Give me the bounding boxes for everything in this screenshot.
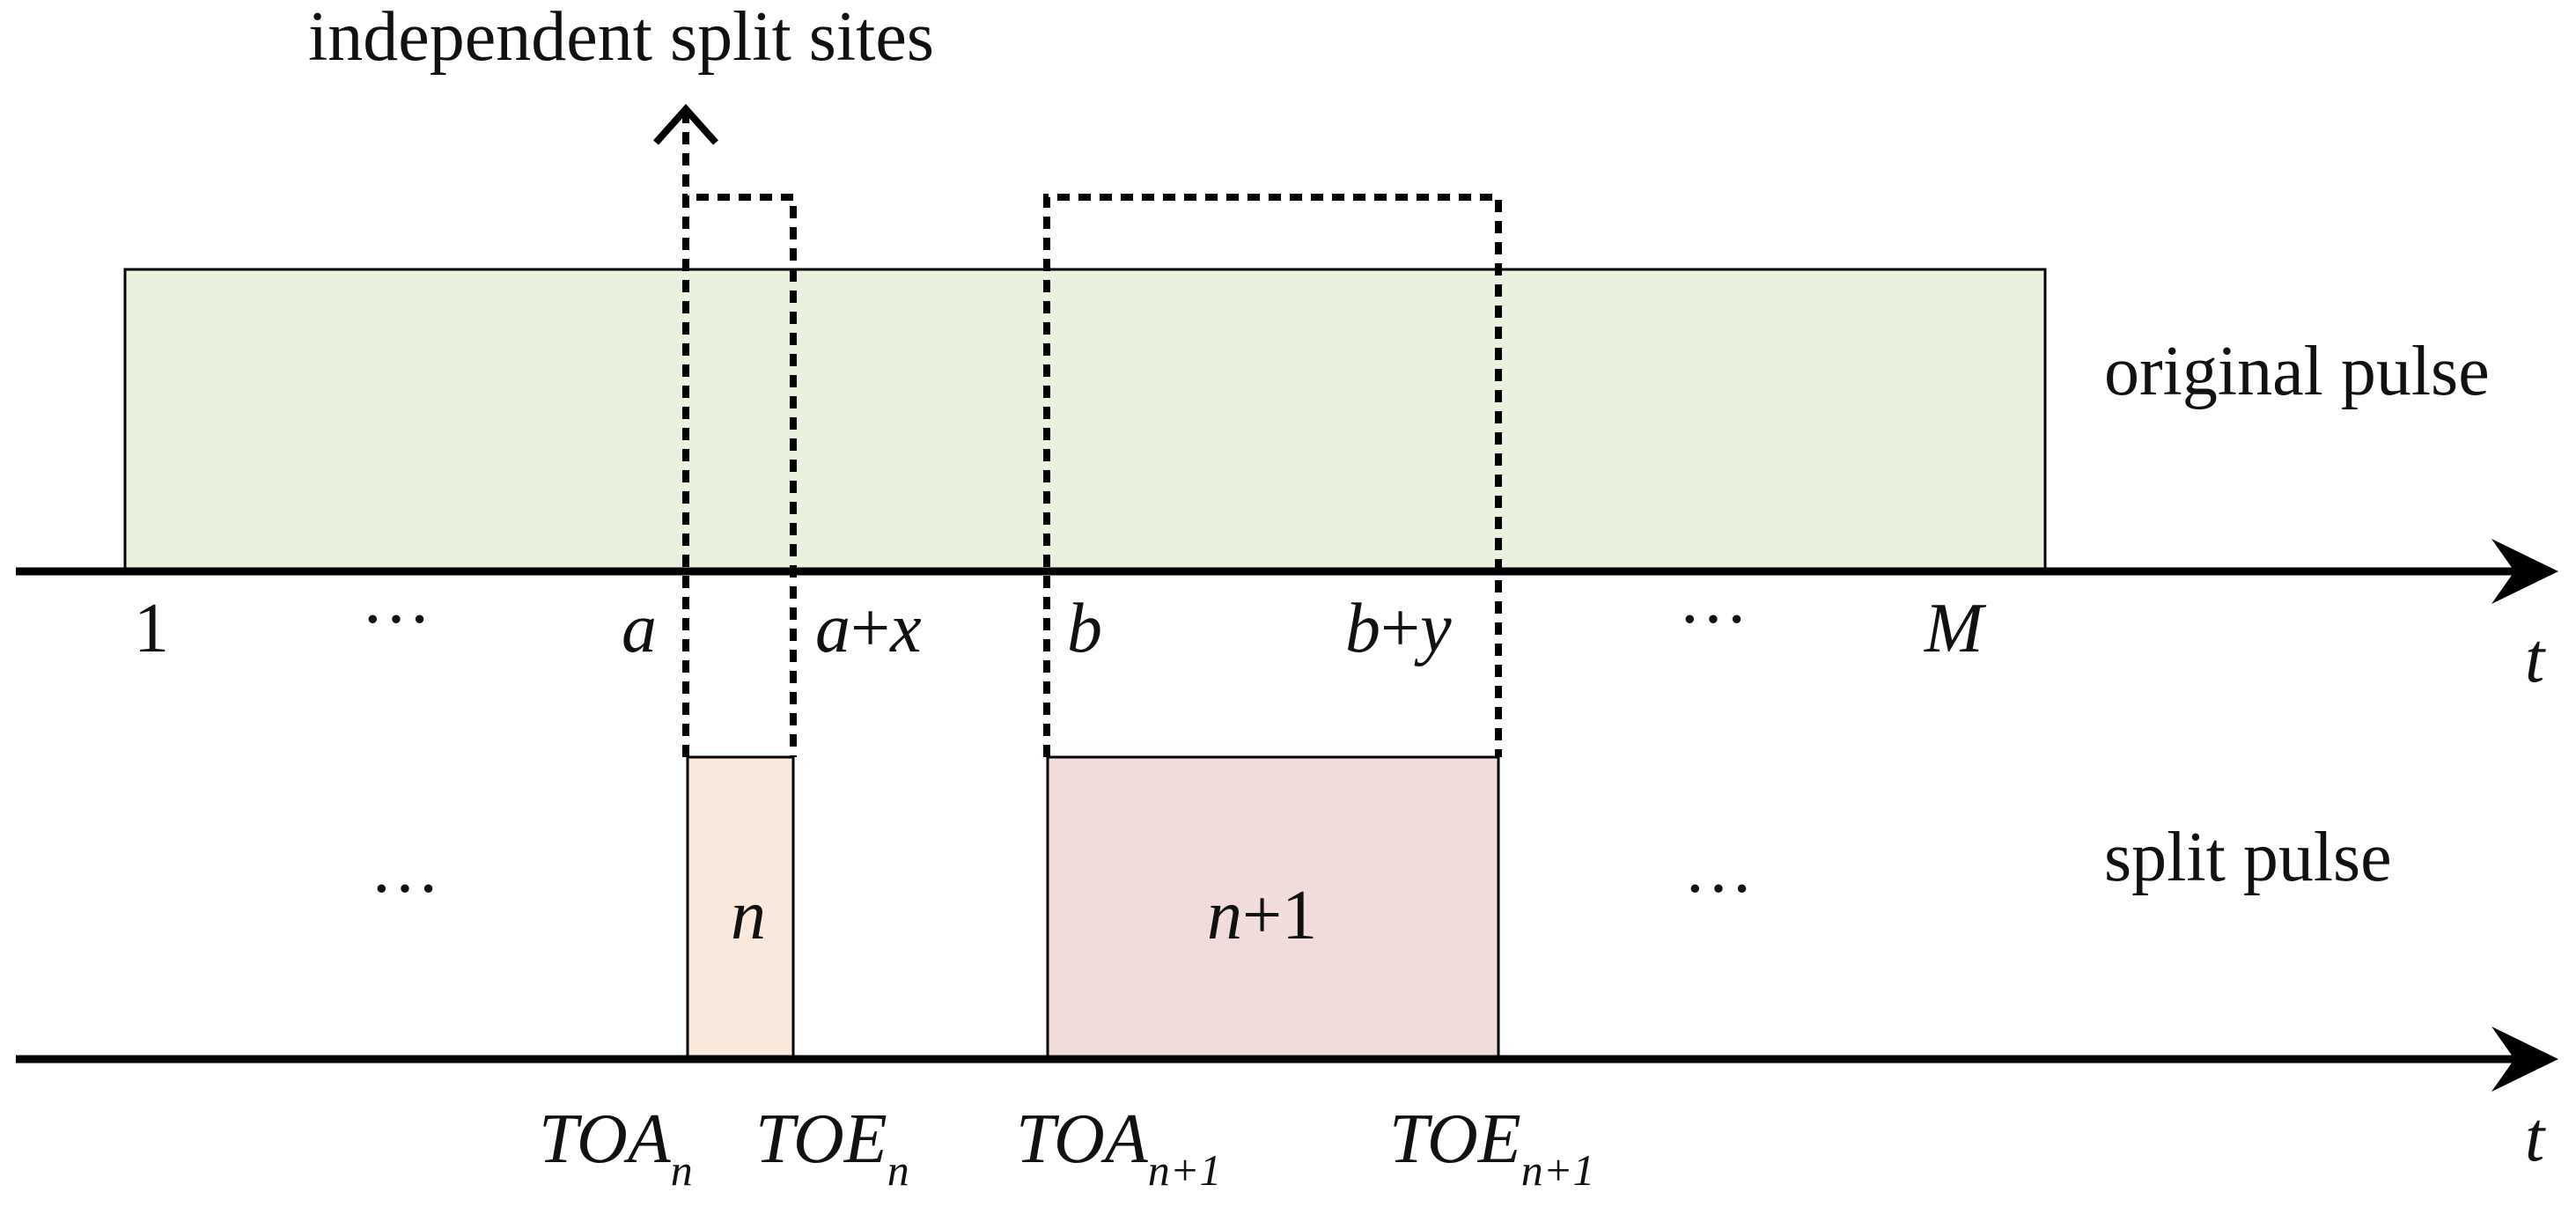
split-site-n-dashed-bracket [682,194,797,757]
split-pulse-label: split pulse [2104,819,2392,896]
label-toe-n: TOEn [755,1100,909,1195]
label-toa-n1: TOAn+1 [1016,1100,1221,1195]
split-site-arrow-head [653,104,718,145]
diagram-title: independent split sites [308,0,934,76]
bottom-axis-variable-t: t [2525,1099,2546,1176]
split-row-dots-right: ··· [1683,850,1754,928]
split-pulse-n-block [686,755,795,1061]
tick-label-1: 1 [134,590,169,667]
tick-label-dots-left: ··· [361,581,431,659]
tick-label-b: b [1067,590,1102,667]
top-axis-variable-t: t [2525,620,2546,697]
split-row-dots-left: ··· [370,850,440,928]
tick-label-a-plus-x: a+x [815,590,922,667]
tick-label-M: M [1924,590,1987,667]
split-pulse-n1-label: n+1 [1207,877,1317,954]
split-pulse-n1-block [1046,755,1500,1061]
original-pulse-block [123,268,2047,573]
original-pulse-label: original pulse [2104,333,2490,410]
split-pulse-n-label: n [731,877,766,954]
label-toe-n1: TOEn+1 [1389,1100,1594,1195]
tick-label-a: a [622,590,657,667]
top-time-axis-arrowhead [2491,539,2558,604]
tick-label-b-plus-y: b+y [1345,590,1452,667]
label-toa-n: TOAn [539,1100,693,1195]
split-site-n1-dashed-bracket [1043,194,1502,757]
bottom-time-axis-arrowhead [2491,1027,2558,1092]
tick-label-dots-right: ··· [1678,581,1748,659]
